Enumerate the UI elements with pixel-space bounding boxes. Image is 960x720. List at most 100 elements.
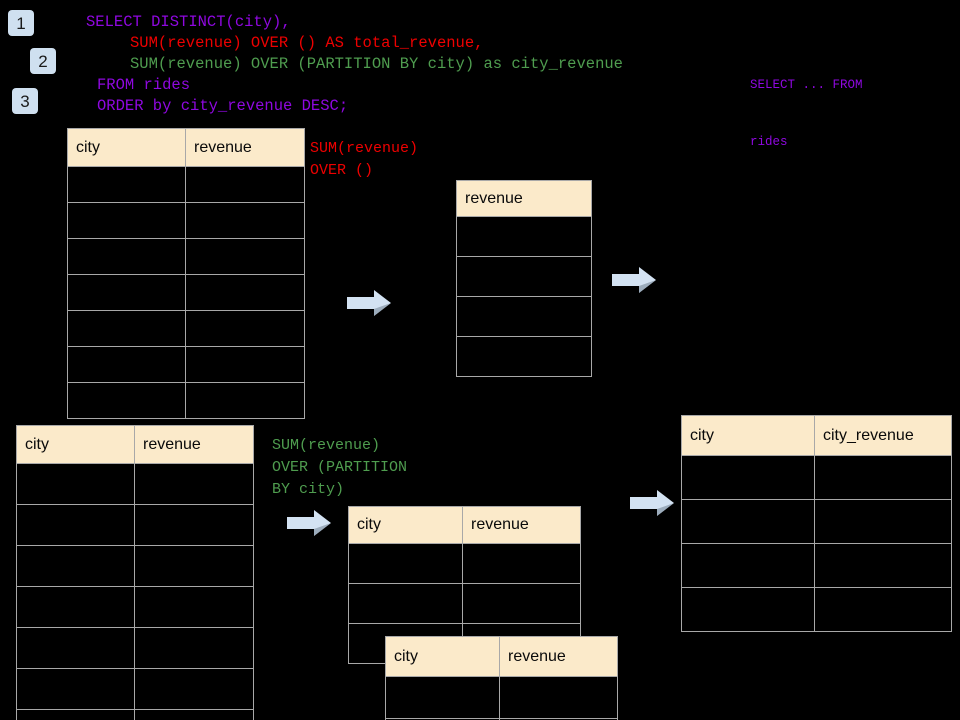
table-cell-city: [681, 543, 815, 588]
table-cell-city: [16, 586, 135, 628]
table-row: [681, 499, 952, 544]
column-header-city_revenue: city_revenue: [814, 415, 952, 456]
column-header-revenue: revenue: [456, 180, 592, 217]
table-cell-revenue: [456, 256, 592, 297]
column-header-city: city: [67, 128, 186, 167]
column-header-city: city: [385, 636, 500, 677]
table-cell-revenue: [134, 586, 254, 628]
city-revenue-annotation-line-3: BY city): [272, 481, 345, 498]
table-cell-city: [681, 499, 815, 544]
table-row: [456, 216, 592, 257]
sql-line-2: SUM(revenue) OVER () AS total_revenue,: [130, 34, 484, 52]
table-cell-revenue: [134, 627, 254, 669]
table-row: [16, 463, 254, 505]
table-cell-revenue: [134, 504, 254, 546]
table-cell-city: [681, 455, 815, 500]
table-cell-city: [16, 709, 135, 720]
table-cell-city: [348, 583, 463, 624]
column-header-revenue: revenue: [462, 506, 581, 544]
table-cell-city: [67, 346, 186, 383]
table-row: [16, 709, 254, 720]
table-cell-revenue: [134, 545, 254, 587]
sql-line-1: SELECT DISTINCT(city),: [86, 13, 291, 31]
column-header-revenue: revenue: [185, 128, 305, 167]
table-cell-revenue: [134, 668, 254, 710]
table-row: [67, 346, 305, 383]
table-row: [16, 545, 254, 587]
table-row: [67, 166, 305, 203]
table-row: [67, 238, 305, 275]
side-note-line-2: rides: [750, 135, 788, 149]
total-revenue-annotation: SUM(revenue) OVER (): [310, 138, 418, 182]
table-cell-revenue: [456, 216, 592, 257]
sql-query-block: SELECT DISTINCT(city), SUM(revenue) OVER …: [86, 12, 623, 117]
sql-line-3: SUM(revenue) OVER (PARTITION BY city) as…: [130, 55, 623, 73]
table-row: [67, 274, 305, 311]
table-cell-city: [67, 382, 186, 419]
table-cell-revenue: [185, 238, 305, 275]
arrow-bottom-left-icon: [285, 508, 333, 538]
table-cell-city: [67, 310, 186, 347]
arrow-top-right-icon: [610, 265, 658, 295]
table-row: [16, 504, 254, 546]
table-cell-revenue: [499, 718, 618, 720]
table-cell-city: [67, 238, 186, 275]
table-row: [681, 455, 952, 500]
step-badge-1: 1: [8, 10, 34, 36]
step-badge-3: 3: [12, 88, 38, 114]
column-header-city: city: [16, 425, 135, 464]
arrow-bottom-right-icon: [628, 488, 676, 518]
arrow-top-left-icon: [345, 288, 393, 318]
table-cell-revenue: [499, 676, 618, 719]
table-cell-city: [67, 166, 186, 203]
table-cell-revenue: [185, 166, 305, 203]
table-cell-city_revenue: [814, 543, 952, 588]
city-revenue-annotation-line-1: SUM(revenue): [272, 437, 381, 454]
sql-line-4: FROM rides: [97, 76, 191, 94]
table-cell-revenue: [134, 709, 254, 720]
column-header-revenue: revenue: [499, 636, 618, 677]
table-row: [16, 586, 254, 628]
table-cell-city_revenue: [814, 587, 952, 632]
table-cell-revenue: [456, 296, 592, 337]
table-cell-revenue: [185, 346, 305, 383]
table-cell-city_revenue: [814, 455, 952, 500]
column-header-city: city: [681, 415, 815, 456]
table-cell-city: [385, 676, 500, 719]
table-cell-revenue: [462, 583, 581, 624]
table-row: [681, 543, 952, 588]
table-cell-revenue: [185, 274, 305, 311]
table-cell-revenue: [462, 543, 581, 584]
table-cell-city: [16, 504, 135, 546]
table-cell-revenue: [134, 463, 254, 505]
table-cell-revenue: [185, 310, 305, 347]
side-note-line-1: SELECT ... FROM: [750, 78, 863, 92]
table-row: [67, 202, 305, 239]
side-note-select-from: SELECT ... FROM rides: [750, 38, 863, 190]
total-revenue-table: revenue: [456, 180, 592, 377]
table-row: [67, 382, 305, 419]
table-cell-city: [16, 668, 135, 710]
table-row: [456, 296, 592, 337]
table-cell-revenue: [456, 336, 592, 377]
table-row: [348, 543, 581, 584]
table-row: [385, 718, 618, 720]
table-row: [456, 256, 592, 297]
table-cell-city: [16, 463, 135, 505]
total-revenue-annotation-line-1: SUM(revenue): [310, 140, 419, 157]
table-row: [16, 627, 254, 669]
table-header-row: revenue: [456, 180, 592, 217]
table-cell-city: [67, 202, 186, 239]
total-revenue-annotation-line-2: OVER (): [310, 162, 374, 179]
table-cell-city: [67, 274, 186, 311]
table-row: [681, 587, 952, 632]
table-cell-city_revenue: [814, 499, 952, 544]
